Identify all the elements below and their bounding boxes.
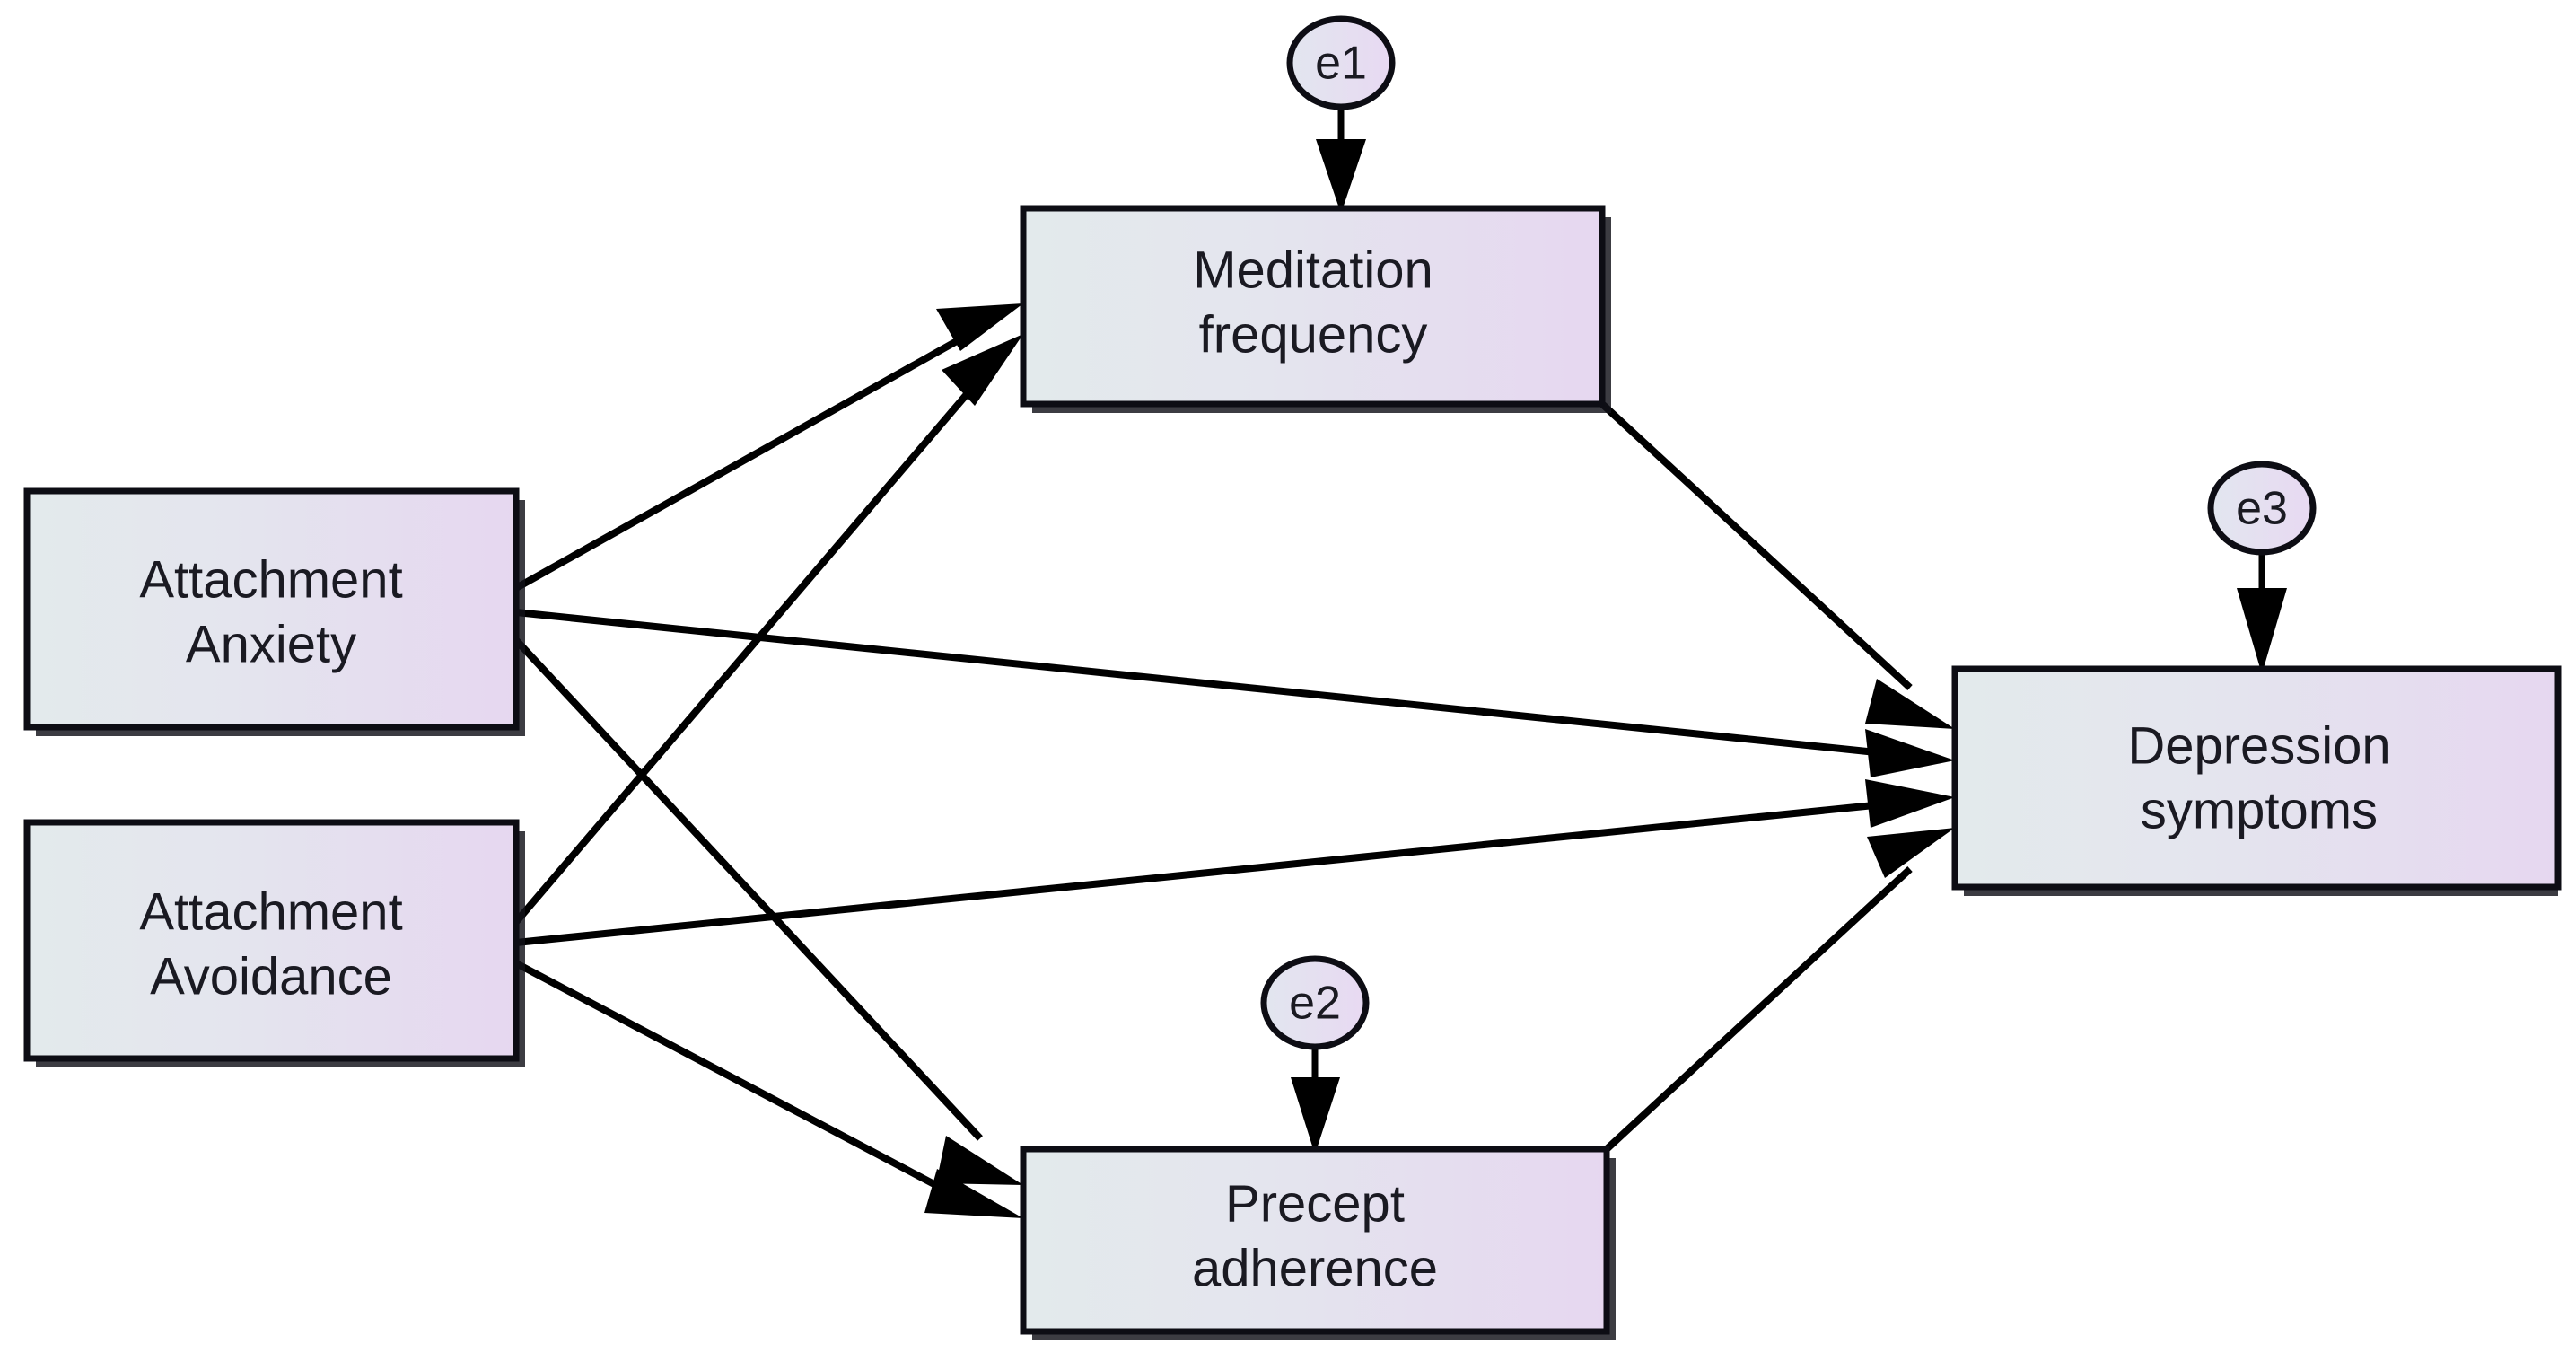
- ellipse-shape: [2207, 461, 2317, 556]
- arrow-head-icon: [1867, 828, 1955, 878]
- edge-line: [513, 378, 982, 925]
- arrow-head-icon: [2237, 588, 2287, 674]
- box-shape: [1020, 1146, 1610, 1335]
- box-shape: [23, 819, 520, 1062]
- node-label-line2: frequency: [1199, 305, 1428, 364]
- error-node-e2[interactable]: e2: [1260, 955, 1370, 1050]
- edge-avoidance-to-precept: [514, 960, 1023, 1218]
- ellipse-shape: [1260, 955, 1370, 1050]
- node-precept-adherence[interactable]: Precept adherence: [1020, 1146, 1616, 1340]
- box-shape: [1020, 205, 1606, 408]
- node-label-line2: symptoms: [2141, 781, 2378, 839]
- arrow-head-icon: [936, 1136, 1023, 1185]
- error-label: e3: [2236, 483, 2288, 535]
- arrow-head-icon: [1865, 679, 1955, 729]
- node-layer: Attachment Anxiety Attachment Avoidance …: [23, 205, 2562, 1340]
- error-node-layer: e1 e2 e3: [1260, 15, 2317, 1050]
- edge-meditation-to-depression: [1599, 401, 1955, 729]
- edge-line: [1604, 866, 1913, 1152]
- box-shape: [1951, 665, 2562, 891]
- error-node-e3[interactable]: e3: [2207, 461, 2317, 556]
- node-attachment-anxiety[interactable]: Attachment Anxiety: [23, 487, 525, 736]
- node-attachment-avoidance[interactable]: Attachment Avoidance: [23, 819, 525, 1067]
- error-label: e2: [1289, 978, 1341, 1030]
- edge-anxiety-to-depression: [515, 609, 1955, 777]
- error-arrow-e1: [1316, 107, 1366, 214]
- edge-line: [513, 637, 983, 1141]
- node-label-line1: Precept: [1225, 1174, 1405, 1233]
- node-meditation-frequency[interactable]: Meditation frequency: [1020, 205, 1611, 413]
- arrow-head-icon: [1291, 1077, 1340, 1155]
- node-label-line1: Meditation: [1193, 241, 1433, 299]
- arrow-head-icon: [1865, 729, 1955, 777]
- arrow-head-icon: [942, 334, 1023, 406]
- edge-layer: [513, 303, 1955, 1218]
- edge-line: [514, 321, 987, 592]
- edge-avoidance-to-meditation: [513, 334, 1023, 925]
- node-label-line1: Attachment: [139, 882, 402, 941]
- edge-line: [514, 960, 946, 1193]
- edge-anxiety-to-precept: [513, 637, 1023, 1185]
- node-label-line2: adherence: [1192, 1239, 1438, 1297]
- edge-line: [1599, 401, 1913, 690]
- node-depression-symptoms[interactable]: Depression symptoms: [1951, 665, 2562, 896]
- node-label-line2: Avoidance: [150, 947, 392, 1005]
- node-label-line1: Depression: [2127, 716, 2390, 775]
- ellipse-shape: [1286, 15, 1396, 110]
- error-node-e1[interactable]: e1: [1286, 15, 1396, 110]
- node-label-line1: Attachment: [139, 550, 402, 609]
- arrow-head-icon: [936, 303, 1023, 351]
- error-arrow-layer: [1291, 107, 2287, 1155]
- edge-precept-to-depression: [1604, 828, 1955, 1152]
- arrow-head-icon: [1865, 779, 1955, 828]
- box-shape: [23, 487, 520, 731]
- node-label-line2: Anxiety: [186, 615, 356, 673]
- error-arrow-e3: [2237, 552, 2287, 674]
- edge-line: [515, 802, 1875, 946]
- error-label: e1: [1315, 38, 1367, 90]
- arrow-head-icon: [1316, 139, 1366, 214]
- error-arrow-e2: [1291, 1047, 1340, 1155]
- edge-avoidance-to-depression: [515, 779, 1955, 946]
- arrow-head-icon: [924, 1169, 1023, 1218]
- edge-line: [515, 609, 1877, 756]
- edge-anxiety-to-meditation: [514, 303, 1023, 592]
